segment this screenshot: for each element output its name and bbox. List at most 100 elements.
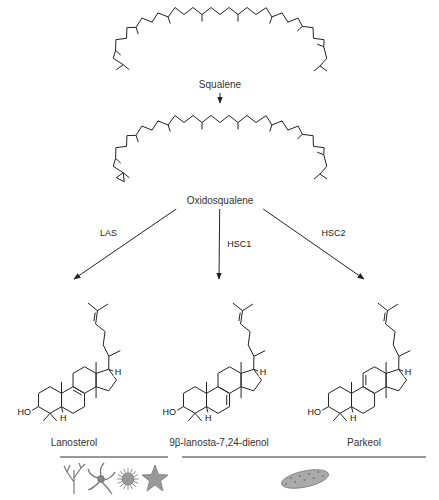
double-bond — [239, 313, 240, 322]
ring-a — [183, 387, 206, 414]
hydrogen-c5 — [352, 407, 353, 413]
reaction-arrow — [263, 209, 364, 279]
cucumber-papilla — [294, 481, 296, 483]
methyl-c27 — [243, 304, 253, 311]
methyl-c10 — [351, 382, 352, 393]
cucumber-papilla — [317, 471, 319, 473]
cucumber-papilla — [299, 475, 301, 477]
chain-end — [116, 173, 129, 178]
carbon-chain — [113, 116, 327, 175]
ring-b — [207, 387, 230, 414]
hydrogen-c17 — [109, 369, 113, 371]
methyl-branch — [116, 158, 121, 163]
chain-end — [314, 66, 327, 71]
methyl-branch — [317, 44, 324, 47]
ring-b — [62, 387, 85, 414]
compound-name: Lanosterol — [48, 437, 101, 450]
atom-label: HO — [307, 407, 323, 417]
cucumber-papilla — [290, 477, 292, 479]
chain-end — [116, 65, 129, 70]
atom-label: HO — [162, 407, 178, 417]
hydroxyl-bond — [31, 407, 38, 411]
gem-dimethyl-c4 — [188, 413, 201, 421]
methyl-branch — [168, 17, 170, 24]
atom-label: HO — [17, 407, 33, 417]
reaction-arrow — [219, 209, 221, 279]
methyl-c14 — [96, 387, 97, 398]
animal-icons — [64, 463, 330, 494]
methyl-c27 — [388, 304, 398, 311]
cucumber-papilla — [285, 483, 287, 485]
methyl-c21 — [109, 351, 120, 357]
urchin-spine — [130, 469, 132, 474]
cucumber-papilla — [303, 479, 305, 481]
starfish-icon — [142, 465, 168, 491]
urchin-spine — [120, 483, 124, 487]
double-bond — [73, 390, 82, 395]
methyl-branch — [238, 15, 239, 22]
reaction-arrow — [220, 93, 221, 103]
hydroxyl-bond — [176, 407, 183, 411]
methyl-branch — [168, 125, 170, 132]
bracket-line — [60, 457, 168, 458]
carbon-chain — [113, 8, 327, 67]
methyl-branch — [297, 26, 302, 31]
urchin-spine — [124, 469, 126, 474]
urchin-spine — [134, 481, 139, 483]
epoxide-ring — [116, 173, 124, 182]
gem-dimethyl-c4 — [333, 413, 346, 421]
side-chain — [233, 303, 254, 369]
hydrogen-c17 — [254, 369, 258, 371]
hydroid-icon — [64, 463, 85, 494]
enzyme-label: HSC1 — [225, 239, 253, 249]
methyl-branch — [317, 152, 324, 155]
atom-label: H — [259, 367, 268, 377]
hydrogen-c5 — [62, 407, 63, 413]
methyl-branch — [270, 17, 272, 24]
ring-a — [328, 387, 351, 414]
methyl-c13 — [96, 362, 97, 373]
product-node: Parkeol — [294, 280, 434, 450]
precursor-node: Oxidosqualene — [95, 104, 345, 208]
methyl-branch — [116, 50, 121, 55]
bracket-line — [182, 457, 426, 458]
methyl-branch — [238, 123, 239, 130]
compound-name: Squalene — [196, 79, 244, 92]
urchin-spine — [128, 485, 129, 490]
methyl-c14 — [241, 387, 242, 398]
product-node: 9β-lanosta-7,24-dienol — [149, 280, 289, 450]
methyl-branch — [202, 15, 203, 22]
double-bond — [384, 313, 385, 322]
urchin-spine — [124, 485, 126, 490]
atom-label: H — [59, 413, 68, 423]
cucumber-papilla — [322, 475, 324, 477]
urchin-spine — [130, 485, 132, 490]
enzyme-label: HSC2 — [320, 228, 348, 238]
ring-c — [218, 367, 241, 394]
urchin-spine — [132, 471, 136, 475]
methyl-branch — [202, 123, 203, 130]
urchin-spine — [128, 468, 129, 473]
ring-c — [363, 367, 386, 394]
methyl-c10 — [61, 382, 62, 393]
methyl-c10 — [206, 382, 207, 393]
double-bond — [226, 395, 227, 405]
methyl-branch — [297, 134, 302, 139]
brittle-star-icon — [88, 463, 115, 494]
urchin-spine — [132, 483, 136, 487]
taxon-brackets — [60, 457, 426, 458]
reaction-arrow — [74, 209, 176, 279]
methyl-c21 — [399, 351, 410, 357]
methyl-c21 — [254, 351, 265, 357]
hydrogen-c5 — [207, 407, 208, 413]
compound-name: 9β-lanosta-7,24-dienol — [166, 437, 272, 450]
methyl-c14 — [386, 387, 387, 398]
ring-b — [352, 387, 375, 414]
sea-urchin-icon — [117, 468, 139, 490]
enzyme-label: LAS — [98, 228, 119, 238]
atom-label: H — [204, 413, 213, 423]
molecule-drawings — [31, 8, 410, 421]
urchin-spine — [134, 479, 139, 480]
